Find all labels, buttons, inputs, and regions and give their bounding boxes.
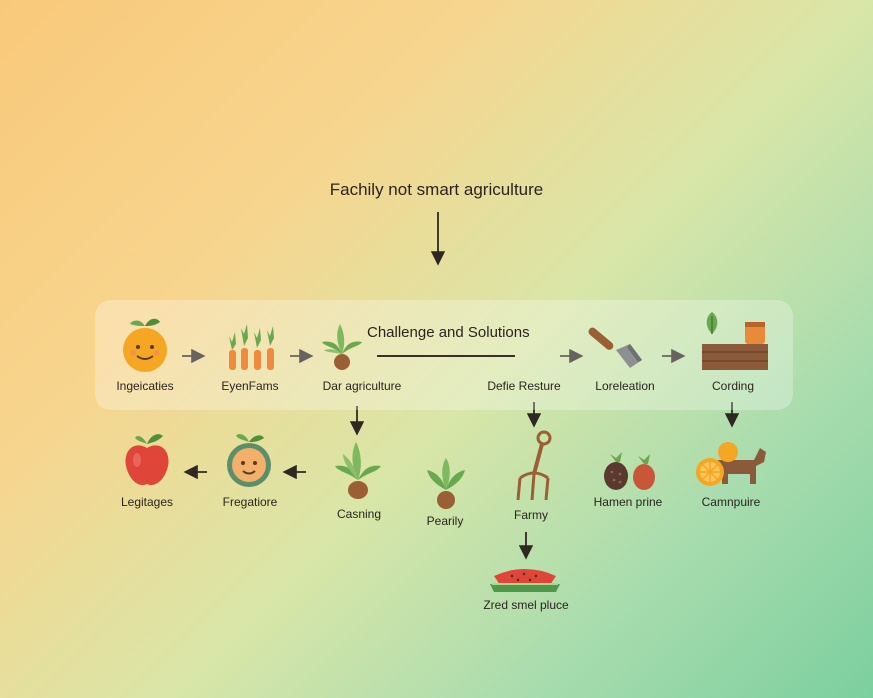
seedling-icon xyxy=(425,456,467,510)
berries-icon xyxy=(602,452,658,492)
smiling-orange-icon xyxy=(120,312,170,374)
sprout-pot-icon xyxy=(322,322,362,372)
orange-and-cow-icon xyxy=(694,440,770,490)
node-label-farmy: Farmy xyxy=(461,508,601,522)
node-label-zred-smel-pluce: Zred smel pluce xyxy=(456,598,596,612)
apple-icon xyxy=(123,428,171,490)
crate-with-plant-icon xyxy=(700,312,770,372)
smiling-fruit-icon xyxy=(224,430,274,488)
node-label-camnpuire: Camnpuire xyxy=(661,495,801,509)
pitchfork-icon xyxy=(512,428,556,504)
subtitle-underline xyxy=(377,355,515,357)
watermelon-slice-icon xyxy=(490,566,560,594)
trowel-icon xyxy=(590,322,650,378)
carrot-row-icon xyxy=(226,322,278,374)
node-label-dar-agriculture: Dar agriculture xyxy=(292,379,432,393)
panel-subtitle: Challenge and Solutions xyxy=(367,324,530,341)
sprout-bulb-icon xyxy=(335,440,381,500)
node-label-cording: Cording xyxy=(663,379,803,393)
